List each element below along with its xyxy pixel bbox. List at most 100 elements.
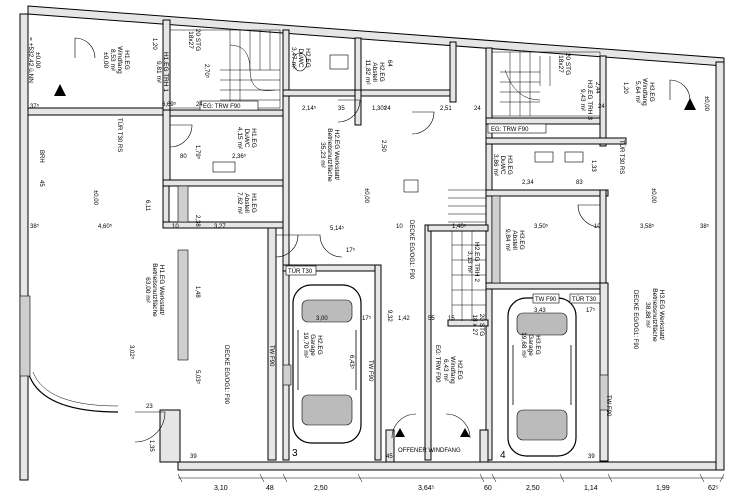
dim-label: 2,50 xyxy=(526,485,540,492)
room-name: H3.EG xyxy=(506,155,513,175)
level-mark: ±0,00 xyxy=(650,188,656,204)
room-area: 11,82 m² xyxy=(364,59,371,85)
brh-label: BRH xyxy=(38,150,44,163)
dim-label: 6,43⁵ xyxy=(348,355,355,370)
dim-label: 2,44 xyxy=(594,82,600,94)
room-area: 9,81 m² xyxy=(155,61,162,84)
wall-rating: TW F90 xyxy=(367,360,373,382)
interior-walls xyxy=(27,19,627,463)
dim-label: 3,27 xyxy=(214,224,226,230)
stair-left xyxy=(169,29,281,109)
dim-label: 1,48 xyxy=(194,286,200,298)
door-rating: TÜR T30 xyxy=(572,296,597,303)
unit-number-4: 4 xyxy=(500,450,506,461)
bottom-dimension-labels: 3,10 48 2,50 3,64⁵ 60 2,50 1,14 1,99 62⁵ xyxy=(214,485,719,492)
stair-steps: 20 STG xyxy=(194,29,201,51)
dim-label: 3,10 xyxy=(214,485,228,492)
room-type: Windfang xyxy=(116,46,123,74)
dim-label: 39 xyxy=(190,454,197,460)
dim-label: 1,79⁵ xyxy=(194,145,201,160)
stair-steps: 20 STG xyxy=(564,53,571,75)
room-type: DuWC xyxy=(499,155,506,174)
stair-size: 18x27 xyxy=(187,31,194,49)
room-name: H1.EG TRH 1 xyxy=(162,52,169,92)
room-area: 63,00 m² xyxy=(144,277,151,303)
dim-label: 3,64⁵ xyxy=(418,485,435,492)
room-name: H2.EG Werkstatt/ xyxy=(333,130,340,181)
dim-label: 83 xyxy=(576,180,583,186)
wall-rating: TW F90 xyxy=(605,395,611,417)
level-mark: ±0,00 xyxy=(34,52,41,69)
dim-label: 3,00 xyxy=(316,316,328,322)
entry-arrows xyxy=(54,84,696,437)
door-rating: TÜR T30 xyxy=(288,268,313,275)
dim-label: 3,43 xyxy=(534,308,546,314)
room-area: 4,15 m² xyxy=(236,127,243,150)
dim-label: 1,30⁵ xyxy=(372,105,387,112)
door-rating: TÜR T30 RS xyxy=(618,140,625,174)
dim-label: 10 xyxy=(594,224,601,230)
dim-label: 9,32 xyxy=(386,310,392,322)
dim-label: 64 xyxy=(386,60,392,67)
room-area: 3,47 m² xyxy=(290,47,297,70)
dim-label: 48 xyxy=(266,485,274,492)
dim-label: 80 xyxy=(180,154,187,160)
room-name: H3.EG TRH 3 xyxy=(586,80,593,120)
room-name: H3.EG Werkstatt/ xyxy=(658,290,665,341)
room-name: H3.EG xyxy=(518,230,525,250)
dim-label: 2,50 xyxy=(314,485,328,492)
dim-label: 2,34 xyxy=(522,180,534,186)
room-area: 5,64 m² xyxy=(634,81,641,104)
dim-label: 2,70⁵ xyxy=(203,64,210,79)
room-name: H3.EG xyxy=(648,82,655,102)
room-name: H2.EG xyxy=(378,62,385,82)
room-area: 38,88 m² xyxy=(644,302,651,328)
room-area: 3,13 m² xyxy=(466,251,473,274)
room-area: 6,43 m² xyxy=(442,359,449,382)
room-area: 9,84 m² xyxy=(504,229,511,252)
room-area: 35,23 m² xyxy=(319,142,326,168)
ceiling-rating: DECKE EG/OG1: F90 xyxy=(632,290,638,350)
dim-label: 45 xyxy=(386,454,393,460)
room-type: Abstell xyxy=(243,193,250,213)
room-type: Betriebsnutzfläche xyxy=(151,263,158,317)
wall-rating: EG: TRW F90 xyxy=(434,345,440,383)
stair-size: 18x27 xyxy=(557,55,564,73)
room-area: 9,43 m² xyxy=(579,89,586,112)
room-area: 3,86 m² xyxy=(492,154,499,177)
room-name: H2.EG xyxy=(304,48,311,68)
room-type: DuWC xyxy=(243,128,250,147)
dim-label: 24 xyxy=(384,106,391,112)
room-name: H1.EG xyxy=(250,128,257,148)
dim-label: 24 xyxy=(474,106,481,112)
dim-label: 1,35 xyxy=(148,440,154,452)
level-mark: ±0,00 xyxy=(92,190,98,206)
dim-label: 1,42 xyxy=(398,316,410,322)
dim-label: 39 xyxy=(588,454,595,460)
dim-label: 37⁵ xyxy=(30,103,40,110)
level-mark: = +532,42 ü.NN xyxy=(27,37,34,83)
room-type: Windfang xyxy=(641,78,648,106)
dim-label: 3,58⁵ xyxy=(640,223,655,230)
dim-label: 55 xyxy=(428,316,435,322)
room-area: 8,53 m² xyxy=(109,49,116,72)
stair-steps: 20 STG xyxy=(478,314,485,336)
room-area: 19,70 m² xyxy=(302,332,309,358)
room-name: H2.EG xyxy=(316,335,323,355)
stair-mid xyxy=(448,189,487,321)
dim-label: 17⁵ xyxy=(586,307,596,314)
dim-label: 1,20 xyxy=(151,38,157,50)
room-type: Betriebsnutzfläche xyxy=(651,288,658,342)
room-type: Abstell xyxy=(371,62,378,82)
room-name: H2.EG xyxy=(456,360,463,380)
dim-label: 2,36⁵ xyxy=(232,153,247,160)
ceiling-rating: DECKE EG/OG1: F90 xyxy=(223,345,229,405)
room-name: H1.EG xyxy=(250,193,257,213)
dim-label: 10 xyxy=(172,224,179,230)
open-windfang-label: OFFENER WINDFANG xyxy=(398,448,461,454)
outer-walls xyxy=(19,5,725,481)
wall-rating: TW F90 xyxy=(268,345,274,367)
door-rating: TÜR T30 RS xyxy=(116,118,123,152)
inner-dimension-labels: 1,20 2,70⁵ 2,44 1,20 6,69⁵ 2,14⁵ 35 1,30… xyxy=(30,38,710,460)
dim-label: 1,40⁵ xyxy=(452,223,467,230)
